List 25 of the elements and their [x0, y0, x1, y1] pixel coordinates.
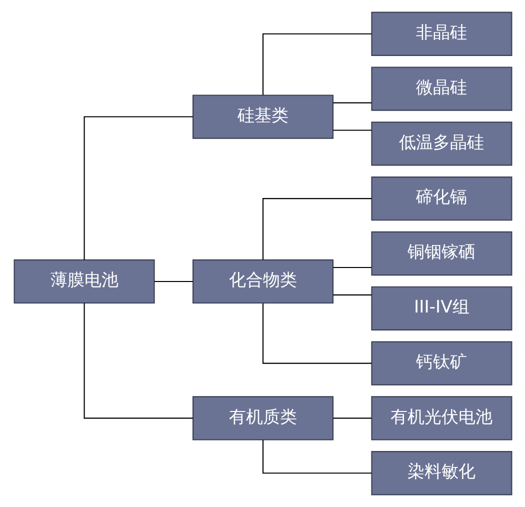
connector: [262, 440, 372, 474]
node-box: 微晶硅: [370, 66, 512, 111]
connector: [332, 102, 371, 104]
node-box: 碲化镉: [370, 176, 512, 221]
connector: [332, 294, 371, 296]
connector: [262, 303, 372, 364]
node-box: III-IV组: [370, 286, 512, 330]
connector: [332, 266, 371, 268]
node-box: 硅基类: [192, 94, 334, 139]
node-box: 非晶硅: [370, 12, 512, 56]
node-box: 化合物类: [192, 259, 334, 304]
connector: [332, 418, 371, 419]
node-box: 钙钛矿: [370, 341, 512, 386]
connector: [154, 280, 192, 282]
connector: [83, 303, 192, 419]
node-box: 薄膜电池: [13, 259, 154, 304]
connector: [262, 33, 372, 95]
connector: [262, 198, 372, 260]
node-box: 有机质类: [192, 396, 334, 440]
node-box: 有机光伏电池: [370, 396, 512, 440]
node-box: 染料敏化: [370, 451, 512, 496]
connector: [83, 116, 192, 260]
connector: [332, 130, 371, 131]
node-box: 铜铟镓硒: [370, 231, 512, 276]
node-box: 低温多晶硅: [370, 122, 512, 166]
